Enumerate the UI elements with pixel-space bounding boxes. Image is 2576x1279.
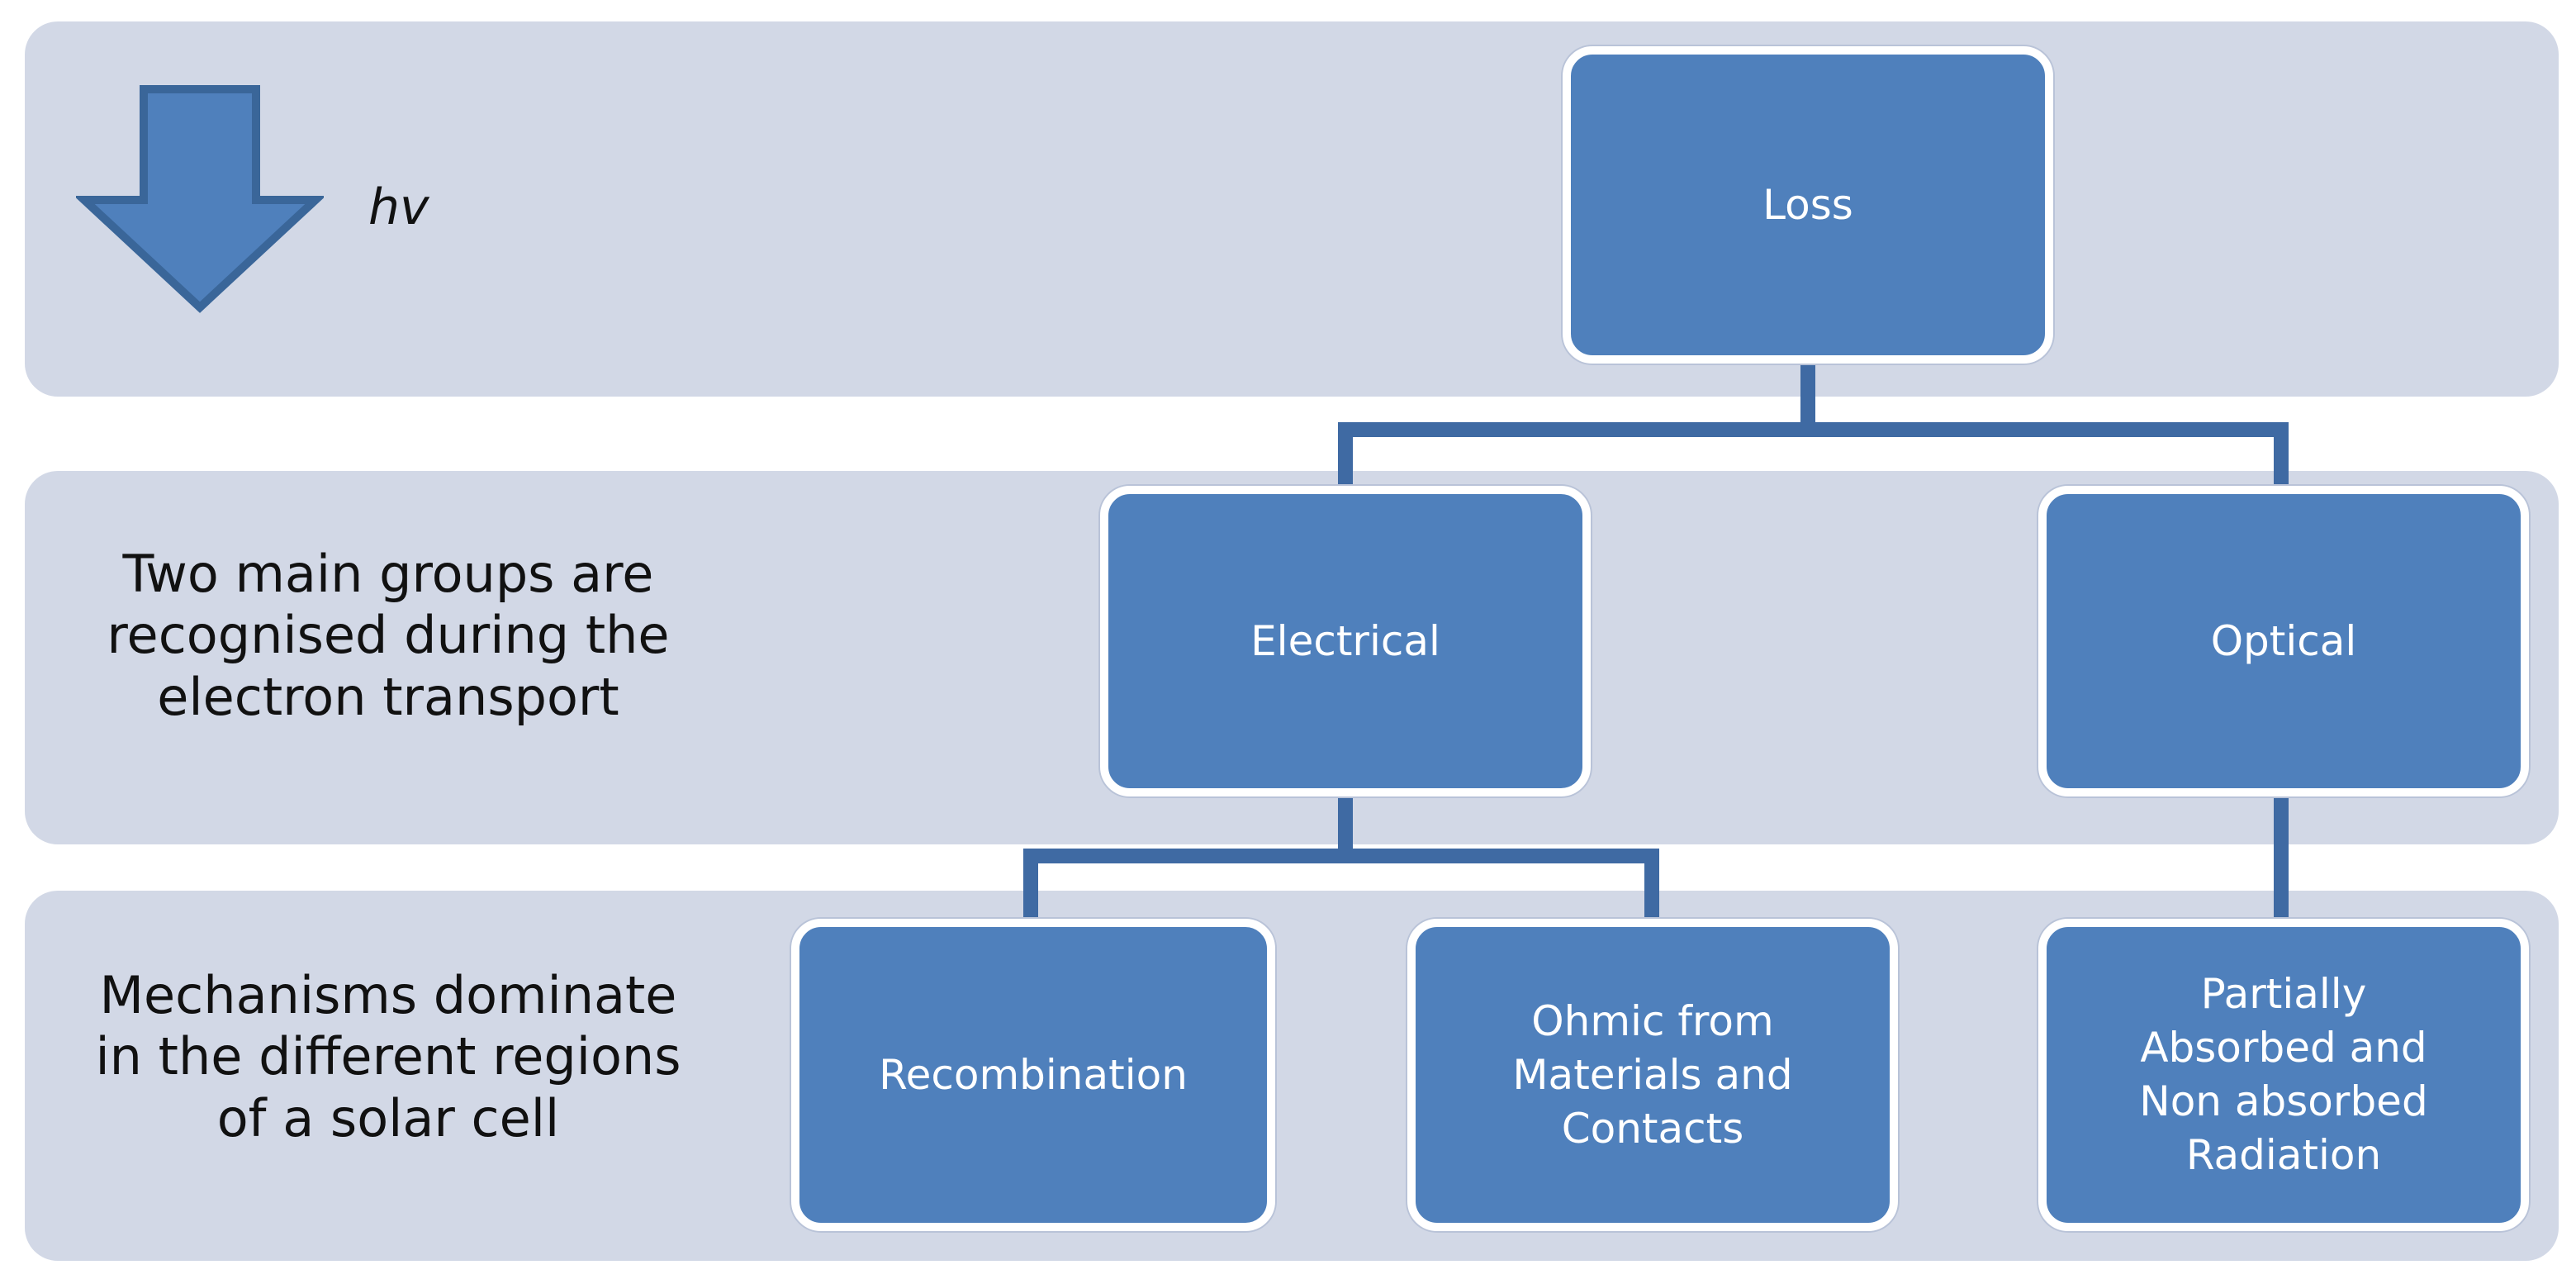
node-loss: Loss [1563, 46, 2053, 364]
down-arrow-shape [76, 85, 324, 313]
band-photon-level [25, 21, 2559, 397]
node-optical: Optical [2038, 486, 2529, 796]
down-arrow-icon [76, 85, 324, 313]
photon-energy-label: hv [368, 178, 429, 236]
node-recombination: Recombination [791, 919, 1275, 1231]
mechanisms-row-label: Mechanisms dominate in the different reg… [95, 965, 681, 1148]
node-ohmic-losses: Ohmic from Materials and Contacts [1407, 919, 1898, 1231]
node-radiation-losses: Partially Absorbed and Non absorbed Radi… [2038, 919, 2529, 1231]
node-electrical: Electrical [1100, 486, 1591, 796]
groups-row-label: Two main groups are recognised during th… [107, 544, 670, 727]
